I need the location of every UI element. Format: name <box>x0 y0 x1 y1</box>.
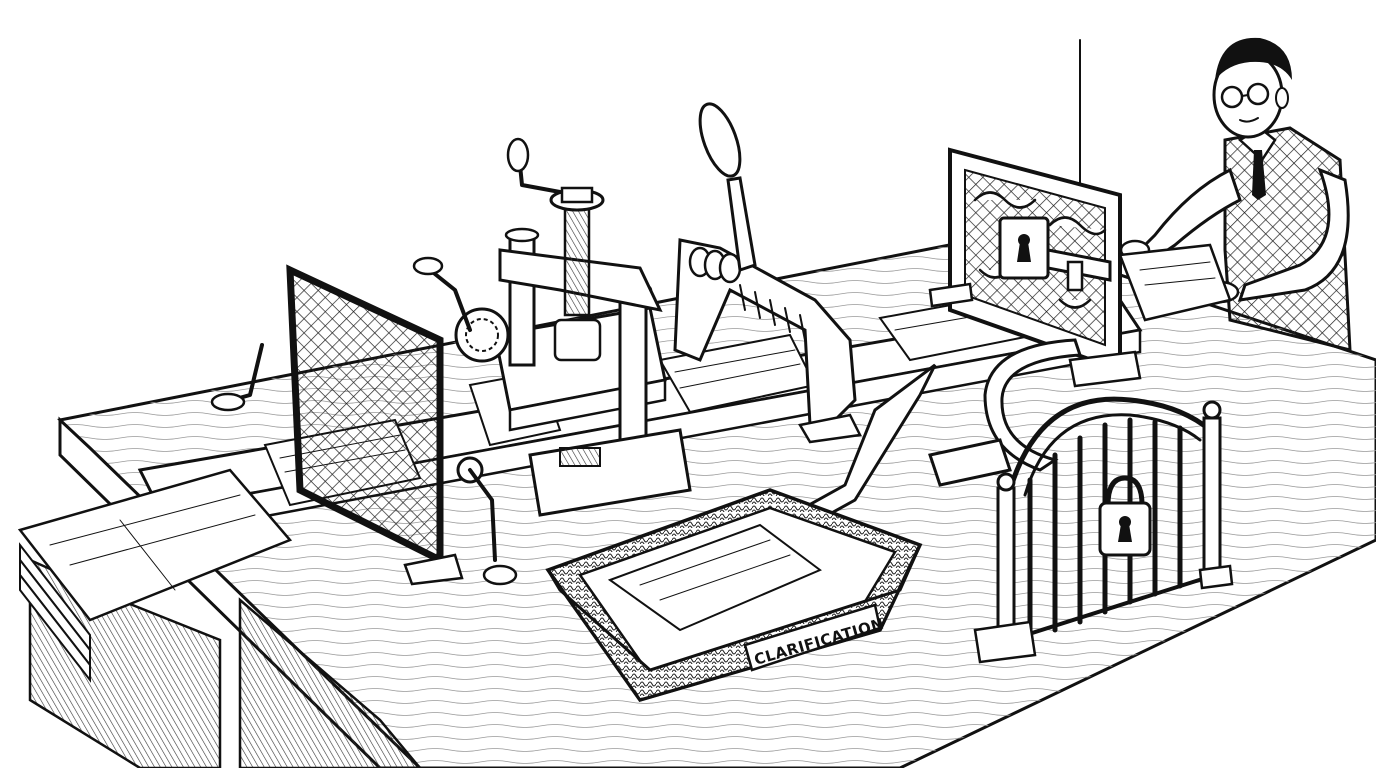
padlocked-gate-icon <box>973 396 1234 664</box>
clerk-figure-icon <box>1118 37 1352 352</box>
wicker-basket-icon: CLARIFICATION <box>545 488 923 703</box>
ornate-lock-plate-icon <box>928 147 1142 388</box>
lever-cutter-icon <box>673 102 862 444</box>
sieve-frame-icon <box>210 264 518 586</box>
screw-press-icon <box>412 137 692 517</box>
incoming-document-stack <box>17 468 293 683</box>
